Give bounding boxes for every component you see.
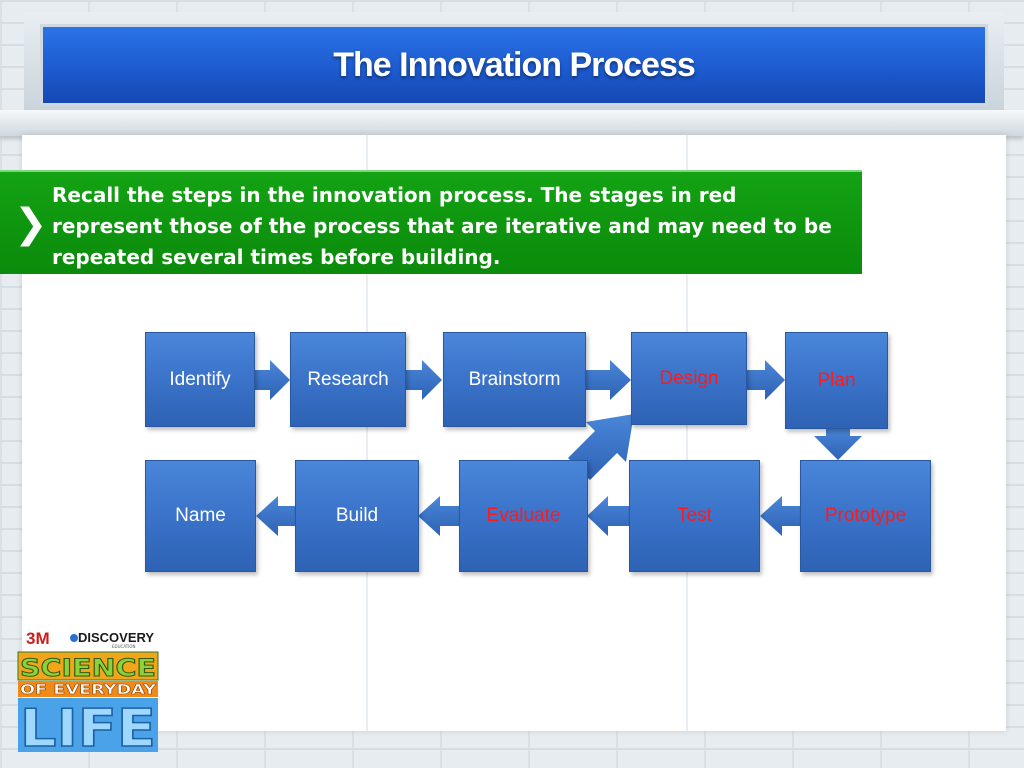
node-label: Research [307, 368, 389, 390]
callout-text: Recall the steps in the innovation proce… [52, 183, 832, 269]
logo-everyday-text: OF EVERYDAY [20, 683, 157, 698]
arrow-evaluate-build [418, 496, 459, 536]
science-of-everyday-life-logo: 3M DISCOVERY EDUCATION SCIENCE OF EVERYD… [17, 629, 159, 756]
logo-life-text: LIFE [20, 699, 156, 756]
arrow-plan-prototype [814, 428, 862, 460]
node-label: Brainstorm [468, 368, 561, 390]
globe-icon [70, 634, 78, 642]
arrow-build-name [256, 496, 295, 536]
title-bar: The Innovation Process [40, 24, 988, 106]
node-name: Name [145, 460, 256, 572]
node-test: Test [629, 460, 760, 572]
node-label: Plan [817, 369, 856, 391]
node-plan: Plan [785, 332, 888, 429]
logo-education-text: EDUCATION [112, 644, 136, 649]
instruction-callout: ❯ Recall the steps in the innovation pro… [0, 170, 862, 274]
logo-science-text: SCIENCE [20, 654, 156, 682]
node-label: Prototype [824, 505, 907, 526]
arrow-prototype-test [760, 496, 800, 536]
node-label: Name [175, 505, 226, 526]
node-evaluate: Evaluate [459, 460, 588, 572]
chevron-right-icon: ❯ [14, 201, 48, 247]
node-design: Design [631, 332, 747, 425]
arrow-identify-research [254, 360, 290, 400]
node-prototype: Prototype [800, 460, 931, 572]
board-seam [686, 135, 688, 731]
title-ledge [0, 110, 1024, 136]
node-label: Build [335, 505, 379, 526]
logo-3m-text: 3M [26, 629, 50, 648]
node-research: Research [290, 332, 406, 427]
arrow-design-plan [747, 360, 785, 400]
node-identify: Identify [145, 332, 255, 427]
board-seam [366, 135, 368, 731]
node-label: Evaluate [486, 505, 561, 526]
node-brainstorm: Brainstorm [443, 332, 586, 427]
arrow-research-brainstorm [406, 360, 442, 400]
node-label: Test [677, 505, 712, 526]
arrow-test-evaluate [587, 496, 629, 536]
node-label: Identify [169, 368, 231, 390]
node-label: Design [659, 367, 719, 389]
slide-title: The Innovation Process [333, 45, 696, 84]
logo-discovery-text: DISCOVERY [78, 630, 154, 645]
node-build: Build [295, 460, 419, 572]
arrow-brainstorm-design [586, 360, 631, 400]
